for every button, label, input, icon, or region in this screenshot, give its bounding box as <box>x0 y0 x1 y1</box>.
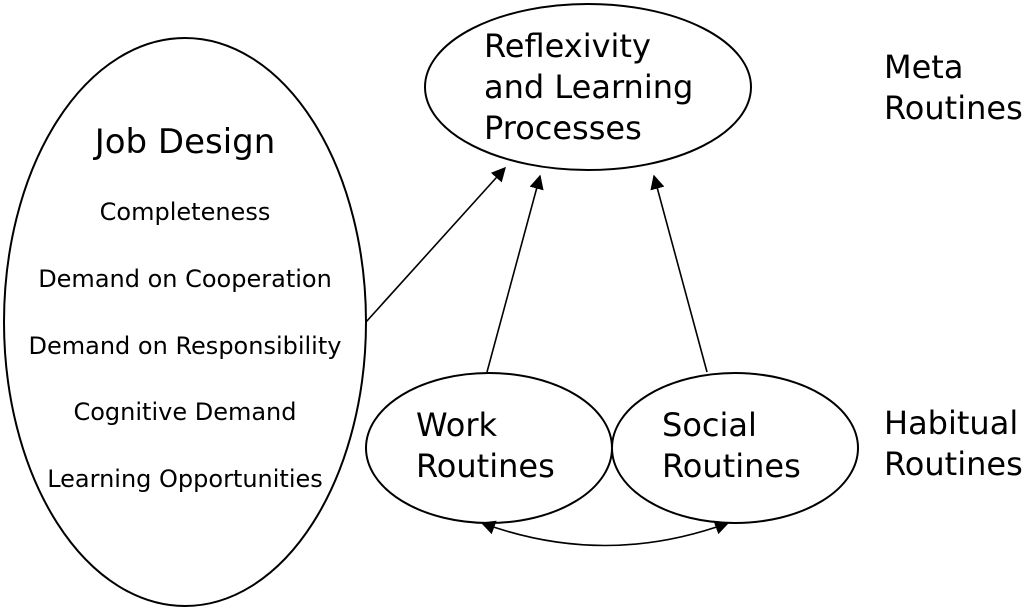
social-routines-ellipse <box>611 372 859 524</box>
reflexivity-line-3: Processes <box>484 109 642 147</box>
level-labels: Meta Routines Habitual Routines <box>884 48 1023 483</box>
job-design-title: Job Design <box>93 122 276 162</box>
reflexivity-ellipse <box>424 3 752 171</box>
job-design-item-learning: Learning Opportunities <box>47 465 323 493</box>
habitual-label-line-2: Routines <box>884 445 1023 483</box>
work-routines-line-1: Work <box>416 406 498 444</box>
reflexivity-node: Reflexivity and Learning Processes <box>424 3 752 171</box>
reflexivity-line-2: and Learning <box>484 68 693 106</box>
job-design-item-responsibility: Demand on Responsibility <box>29 332 342 360</box>
social-routines-line-2: Routines <box>662 447 801 485</box>
work-routines-node: Work Routines <box>365 372 613 524</box>
job-design-item-cognitive: Cognitive Demand <box>73 398 296 426</box>
meta-label-line-2: Routines <box>884 89 1023 127</box>
reflexivity-line-1: Reflexivity <box>484 27 651 65</box>
habitual-label-line-1: Habitual <box>884 404 1018 442</box>
job-design-item-completeness: Completeness <box>100 198 271 226</box>
meta-label-line-1: Meta <box>884 48 963 86</box>
job-design-node: Job Design Completeness Demand on Cooper… <box>3 37 367 607</box>
work-routines-line-2: Routines <box>416 447 555 485</box>
arrow-job-design-to-reflexivity <box>365 166 506 323</box>
social-routines-line-1: Social <box>662 406 757 444</box>
arrow-social-to-reflexivity <box>650 174 708 373</box>
arrow-work-social-bidirectional <box>480 520 730 547</box>
arrow-work-to-reflexivity <box>486 174 544 373</box>
social-routines-node: Social Routines <box>611 372 859 524</box>
job-design-item-cooperation: Demand on Cooperation <box>38 265 332 293</box>
